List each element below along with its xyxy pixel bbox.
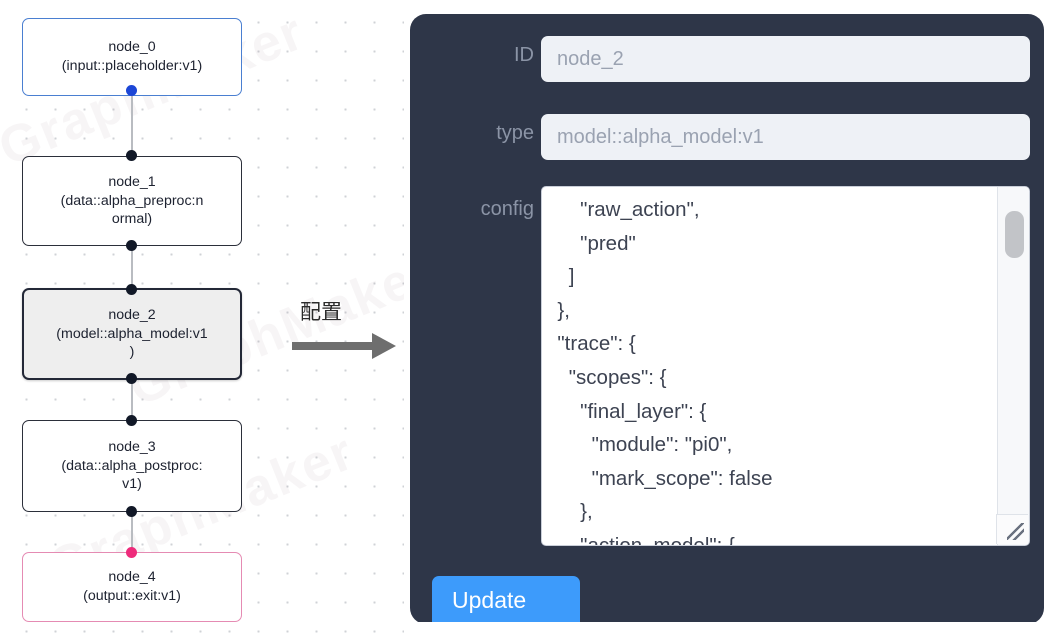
edge-node0-node1 xyxy=(131,92,133,162)
config-field-label: config xyxy=(480,198,534,220)
node-config-panel: ID node_2 type model::alpha_model:v1 con… xyxy=(410,14,1044,624)
graph-node-node_0[interactable]: node_0 (input::placeholder:v1) xyxy=(22,18,242,96)
config-textarea-wrapper[interactable]: "raw_action", "pred" ] }, "trace": { "sc… xyxy=(541,186,1030,546)
config-scrollbar-thumb[interactable] xyxy=(1005,211,1024,258)
type-input[interactable]: model::alpha_model:v1 xyxy=(541,114,1030,160)
node-title: node_2 xyxy=(108,306,156,323)
graph-node-node_4[interactable]: node_4 (output::exit:v1) xyxy=(22,552,242,622)
arrow-right-icon xyxy=(292,333,396,359)
edge-node3-node4 xyxy=(131,506,133,560)
page-bottom-margin xyxy=(404,622,1062,643)
node-handle-node_2-input[interactable] xyxy=(126,284,137,295)
node-handle-node_1-output[interactable] xyxy=(126,240,137,251)
arrow-label: 配置 xyxy=(300,300,342,324)
graph-node-node_2[interactable]: node_2 (model::alpha_model:v1 ) xyxy=(22,288,242,380)
node-subtitle: (data::alpha_postproc: v1) xyxy=(61,457,203,493)
node-handle-node_3-input[interactable] xyxy=(126,415,137,426)
node-handle-node_0-output[interactable] xyxy=(126,85,137,96)
graph-node-node_3[interactable]: node_3 (data::alpha_postproc: v1) xyxy=(22,420,242,512)
node-title: node_3 xyxy=(108,438,156,455)
node-title: node_1 xyxy=(108,173,156,190)
config-resize-handle[interactable] xyxy=(996,514,1028,544)
edge-node2-node3 xyxy=(131,374,133,428)
node-handle-node_2-output[interactable] xyxy=(126,373,137,384)
node-title: node_0 xyxy=(108,39,156,56)
config-textarea[interactable]: "raw_action", "pred" ] }, "trace": { "sc… xyxy=(557,198,773,545)
graph-canvas[interactable]: GraphMaker GraphMaker GraphMaker node_0 … xyxy=(0,0,404,643)
type-field-label: type xyxy=(496,122,534,144)
id-field-label: ID xyxy=(514,44,534,66)
node-subtitle: (data::alpha_preproc:n ormal) xyxy=(60,192,204,228)
config-scrollbar[interactable] xyxy=(997,187,1029,545)
node-subtitle: (model::alpha_model:v1 ) xyxy=(56,325,208,361)
edge-node1-node2 xyxy=(131,240,133,296)
node-subtitle: (output::exit:v1) xyxy=(83,588,181,604)
id-input[interactable]: node_2 xyxy=(541,36,1030,82)
update-button[interactable]: Update xyxy=(432,576,580,624)
node-handle-node_3-output[interactable] xyxy=(126,506,137,517)
transition-arrow-group: 配置 xyxy=(292,296,398,366)
node-handle-node_1-input[interactable] xyxy=(126,150,137,161)
node-handle-node_4-input[interactable] xyxy=(126,547,137,558)
node-subtitle: (input::placeholder:v1) xyxy=(61,58,203,74)
node-title: node_4 xyxy=(108,569,156,586)
graph-node-node_1[interactable]: node_1 (data::alpha_preproc:n ormal) xyxy=(22,156,242,246)
